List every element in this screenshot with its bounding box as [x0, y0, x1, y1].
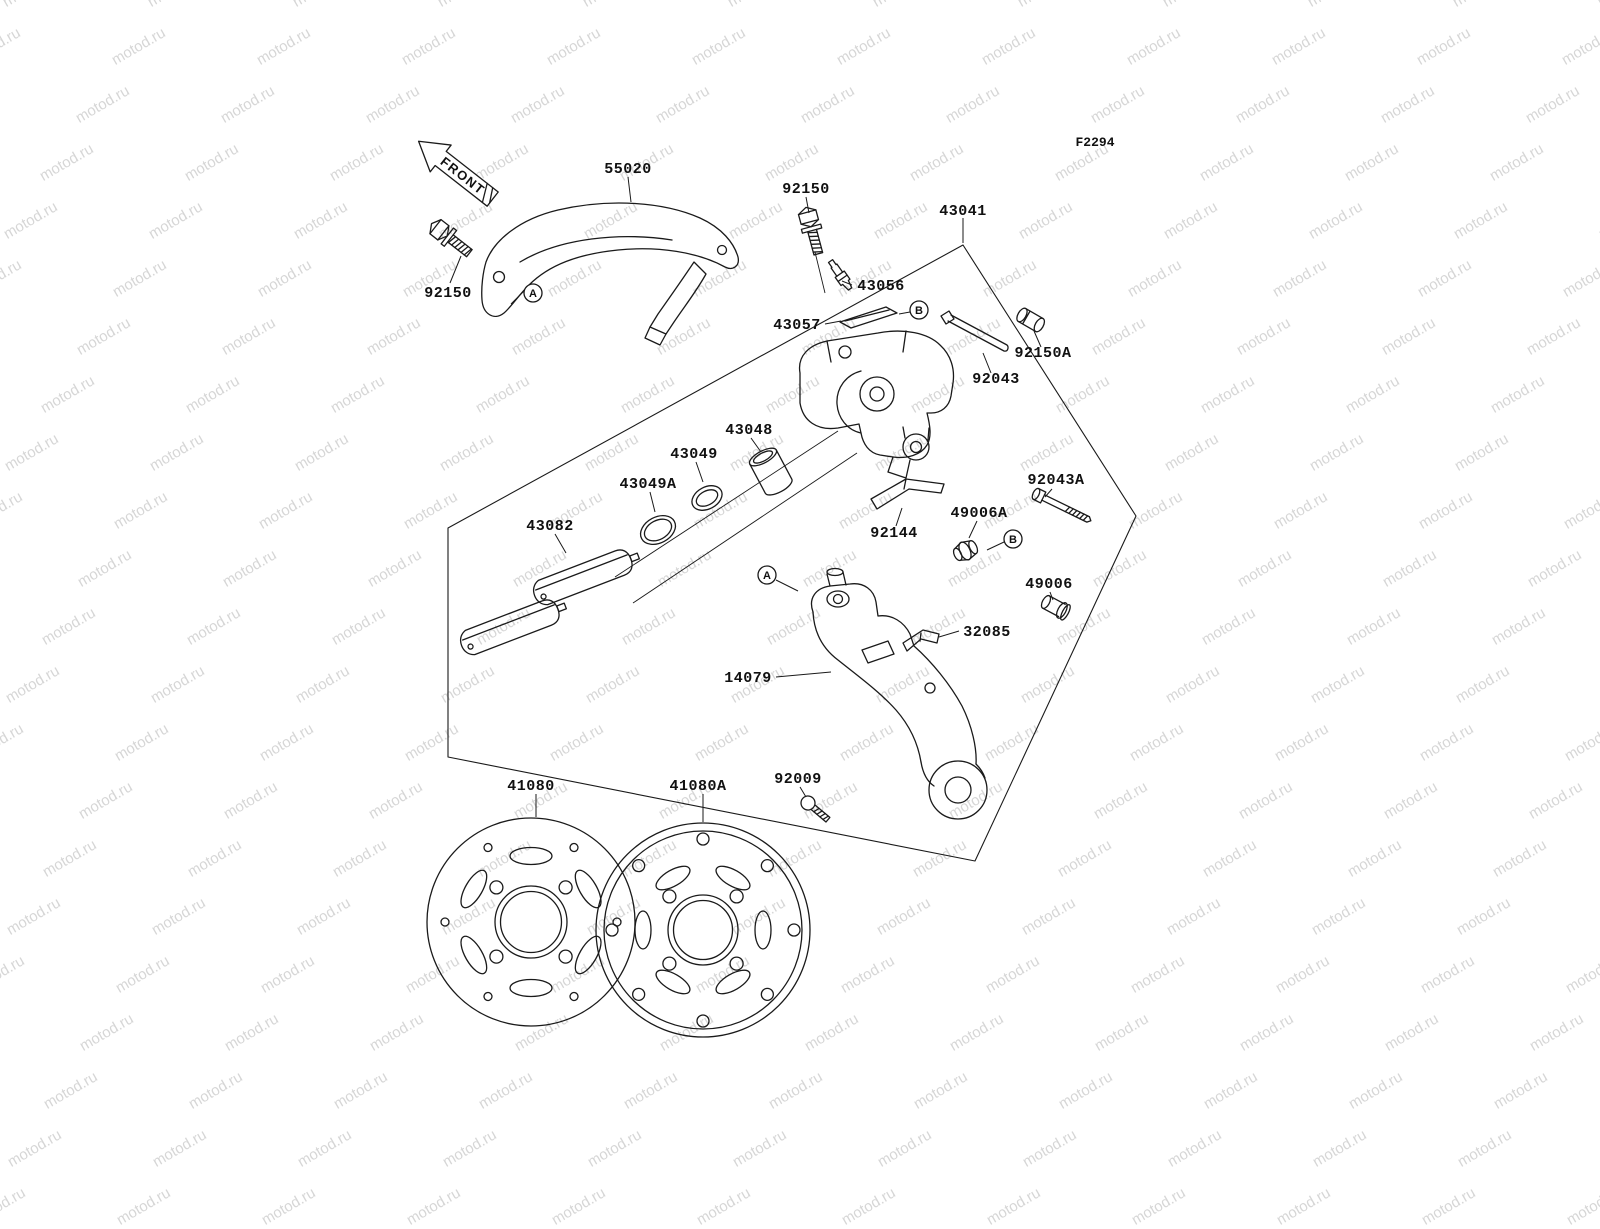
- piston-seal-43049: [688, 481, 727, 515]
- caliper-bracket-14079: [812, 569, 987, 820]
- part-labels: 55020 92150 43041 92150 43056 43057 9215…: [424, 161, 1084, 795]
- part-label-92150-top: 92150: [782, 181, 830, 198]
- pad-shim-43057: [840, 307, 897, 328]
- boot-49006: [1039, 593, 1072, 621]
- parts-diagram: FRONT: [0, 0, 1600, 1200]
- marker-b-2: B: [1009, 534, 1017, 546]
- flange-bolt-92150-left: [425, 216, 475, 261]
- part-label-43049a: 43049A: [619, 476, 676, 493]
- part-label-92150a: 92150A: [1014, 345, 1071, 362]
- pad-clip-32085: [903, 630, 939, 651]
- part-label-49006: 49006: [1025, 576, 1073, 593]
- part-label-43082: 43082: [526, 518, 574, 535]
- boot-49006a: [951, 537, 981, 564]
- part-label-41080a: 41080A: [669, 778, 726, 795]
- assembly-group-box: [448, 245, 1136, 861]
- front-arrow: FRONT: [408, 128, 503, 213]
- leader-lines: [450, 177, 1053, 822]
- marker-b-1: B: [915, 305, 923, 317]
- part-label-43049: 43049: [670, 446, 718, 463]
- figure-code: F2294: [1075, 135, 1114, 150]
- part-label-49006a: 49006A: [950, 505, 1007, 522]
- flange-bolt-92150-top: [796, 205, 828, 257]
- part-label-43048: 43048: [725, 422, 773, 439]
- marker-a-1: A: [529, 288, 537, 300]
- pad-spring-92144: [871, 479, 944, 509]
- front-label: FRONT: [438, 154, 488, 198]
- part-label-41080: 41080: [507, 778, 555, 795]
- part-label-55020: 55020: [604, 161, 652, 178]
- part-label-43041: 43041: [939, 203, 987, 220]
- brake-pad-inner: [457, 594, 570, 658]
- part-label-92043a: 92043A: [1027, 472, 1084, 489]
- part-label-14079: 14079: [724, 670, 772, 687]
- part-label-43056: 43056: [857, 278, 905, 295]
- brake-hose-guard: [482, 203, 739, 345]
- part-label-92150-left: 92150: [424, 285, 472, 302]
- caliper-piston: [747, 445, 795, 499]
- part-label-32085: 32085: [963, 624, 1011, 641]
- brake-pad-outer: [530, 544, 643, 608]
- part-label-92144: 92144: [870, 525, 918, 542]
- part-label-43057: 43057: [773, 317, 821, 334]
- caliper-body: [800, 331, 954, 478]
- brake-disc-41080a: [596, 823, 810, 1037]
- part-label-92043: 92043: [972, 371, 1020, 388]
- part-label-92009: 92009: [774, 771, 822, 788]
- slide-pin-92043: [941, 311, 1008, 351]
- pin-bolt-92043a: [1031, 487, 1094, 526]
- pin-cap-92150a: [1015, 307, 1047, 334]
- marker-a-2: A: [763, 570, 771, 582]
- bleed-valve: [826, 258, 855, 292]
- disc-bolt-92009: [798, 793, 832, 825]
- dust-seal-43049a: [636, 510, 681, 550]
